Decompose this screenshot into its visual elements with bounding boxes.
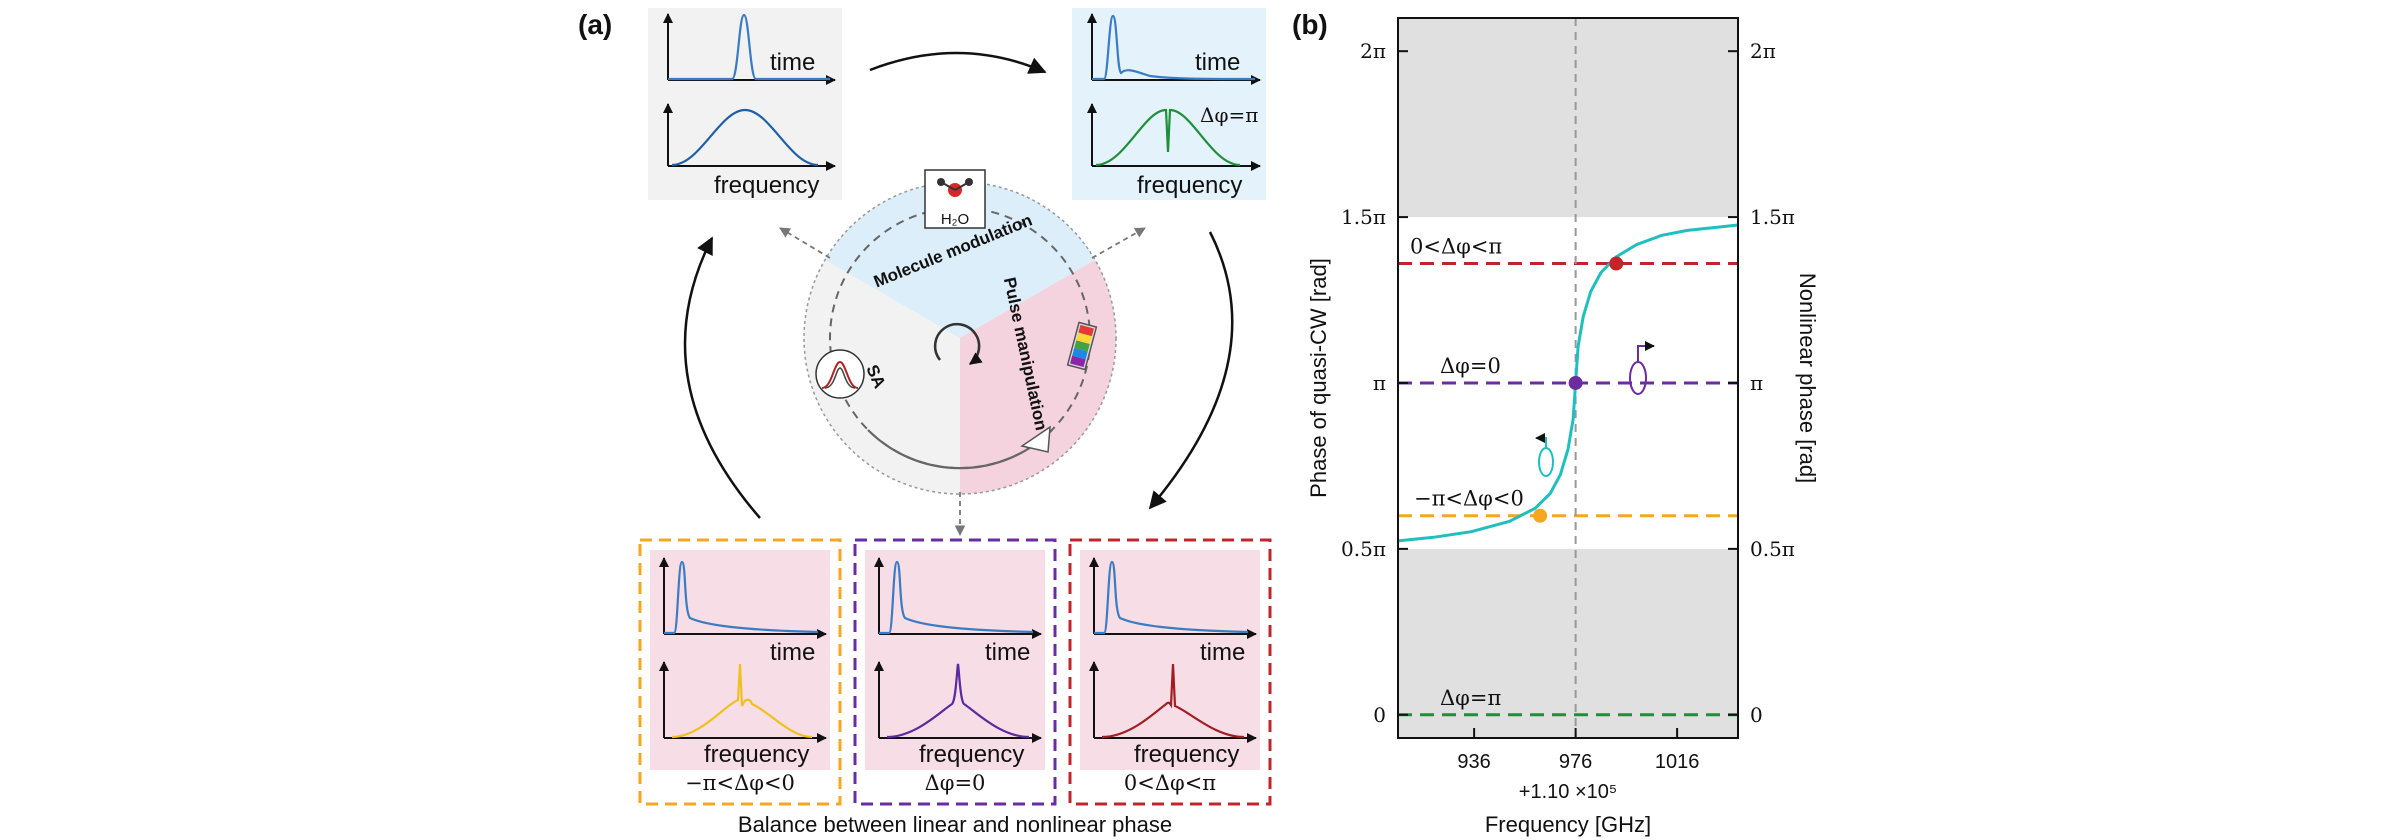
tl-time-label: time: [770, 49, 815, 76]
bb2-caption: Δφ=0: [925, 771, 986, 795]
prism-icon: [1066, 321, 1098, 371]
right-y-label: Nonlinear phase [rad]: [1795, 273, 1820, 483]
bottom-box-3: time frequency 0<Δφ<π: [1068, 538, 1272, 806]
bottom-box-2: time frequency Δφ=0: [853, 538, 1057, 806]
bb2-freq-label: frequency: [919, 741, 1024, 768]
top-left-bg: [648, 8, 842, 200]
h2o-icon: [924, 169, 986, 229]
y-tick-label-left-1: 0.5π: [1341, 537, 1386, 561]
bb1-freq-label: frequency: [704, 741, 809, 768]
arrow-top: [869, 51, 1047, 74]
y-tick-label-right-4: 2π: [1750, 39, 1776, 63]
x-axis-label: Frequency [GHz]: [1485, 812, 1651, 837]
cycle-diagram: H₂O Molecule modulation Pulse manipulati…: [779, 169, 1146, 537]
tr-time-label: time: [1195, 49, 1240, 76]
shaded-region-0: [1398, 548, 1738, 738]
shaded-region-1: [1398, 18, 1738, 218]
y-tick-label-left-0: 0: [1373, 703, 1386, 727]
x-offset-label: +1.10 ×10⁵: [1519, 781, 1617, 803]
phase-marker-0: [1609, 256, 1624, 271]
bb3-caption: 0<Δφ<π: [1124, 771, 1216, 795]
arrow-right: [1148, 231, 1234, 510]
tl-time-pulse: [668, 13, 830, 81]
tr-freq-label: frequency: [1137, 172, 1242, 199]
y-tick-label-right-2: π: [1750, 371, 1763, 395]
shaded-regions: [1398, 18, 1738, 738]
level-annotation-3: Δφ=π: [1440, 686, 1501, 710]
sector-pulse: [960, 260, 1116, 494]
h2o-label: H₂O: [941, 211, 969, 228]
tr-phase-label: Δφ=π: [1200, 103, 1258, 127]
phase-curve-0: [1398, 223, 1738, 543]
tl-freq-spectrum: [671, 108, 819, 167]
top-right-bg: [1072, 8, 1266, 200]
y-tick-label-right-1: 0.5π: [1750, 537, 1795, 561]
sector-sa: [804, 260, 960, 494]
y-tick-label-left-2: π: [1373, 371, 1386, 395]
sa-icon: [815, 349, 865, 399]
phase-marker-2: [1533, 508, 1548, 523]
phase-levels: [1398, 262, 1738, 717]
tr-time-pulse: [1092, 14, 1256, 81]
phase-chart: 0 0 0.5π 0.5π π π 1.5π 1.5π 2π 2π 936 976 1016 0<Δφ<…: [1306, 17, 1820, 837]
bottom-caption: Balance between linear and nonlinear pha…: [738, 812, 1172, 837]
level-annotation-2: −π<Δφ<0: [1414, 487, 1524, 511]
left-y-label: Phase of quasi-CW [rad]: [1306, 258, 1331, 498]
panel-b-label: (b): [1292, 9, 1328, 40]
y-tick-label-left-3: 1.5π: [1341, 205, 1386, 229]
bb2-time-label: time: [985, 639, 1030, 666]
sector-molecule: [825, 182, 1095, 338]
axis-ticks: 0 0 0.5π 0.5π π π 1.5π 1.5π 2π 2π 936 976 1016: [1341, 39, 1795, 773]
plot-frame: [1397, 17, 1739, 739]
level-annotation-0: 0<Δφ<π: [1410, 235, 1502, 259]
x-tick-label-1: 976: [1559, 751, 1592, 773]
y-tick-label-left-4: 2π: [1360, 39, 1386, 63]
top-right-box: time Δφ=π frequency: [1072, 8, 1266, 200]
y-tick-label-right-0: 0: [1750, 703, 1763, 727]
x-tick-label-0: 936: [1457, 751, 1490, 773]
center-loop-arrow: [933, 322, 983, 366]
bb3-time-label: time: [1200, 639, 1245, 666]
bb1-caption: −π<Δφ<0: [685, 771, 795, 795]
bottom-box-1: time frequency −π<Δφ<0: [638, 538, 842, 806]
phase-markers: [1533, 256, 1624, 523]
curve-direction-icon: [1535, 433, 1554, 477]
phase-marker-1: [1568, 375, 1583, 390]
tr-freq-spectrum: [1095, 108, 1241, 167]
top-left-box: time frequency: [648, 8, 842, 200]
y-tick-label-right-3: 1.5π: [1750, 205, 1795, 229]
level-annotation-1: Δφ=0: [1440, 354, 1501, 378]
bb3-freq-label: frequency: [1134, 741, 1239, 768]
tl-freq-label: frequency: [714, 172, 819, 199]
phase-curve-layer: [1398, 223, 1738, 543]
x-tick-label-2: 1016: [1655, 751, 1700, 773]
level-annotations: 0<Δφ<πΔφ=0 −π<Δφ<0Δφ=π: [1410, 235, 1524, 710]
nonlinear-direction-icon: [1629, 341, 1655, 395]
arrow-left: [683, 236, 761, 519]
bb1-time-label: time: [770, 639, 815, 666]
panel-a-label: (a): [578, 9, 612, 40]
